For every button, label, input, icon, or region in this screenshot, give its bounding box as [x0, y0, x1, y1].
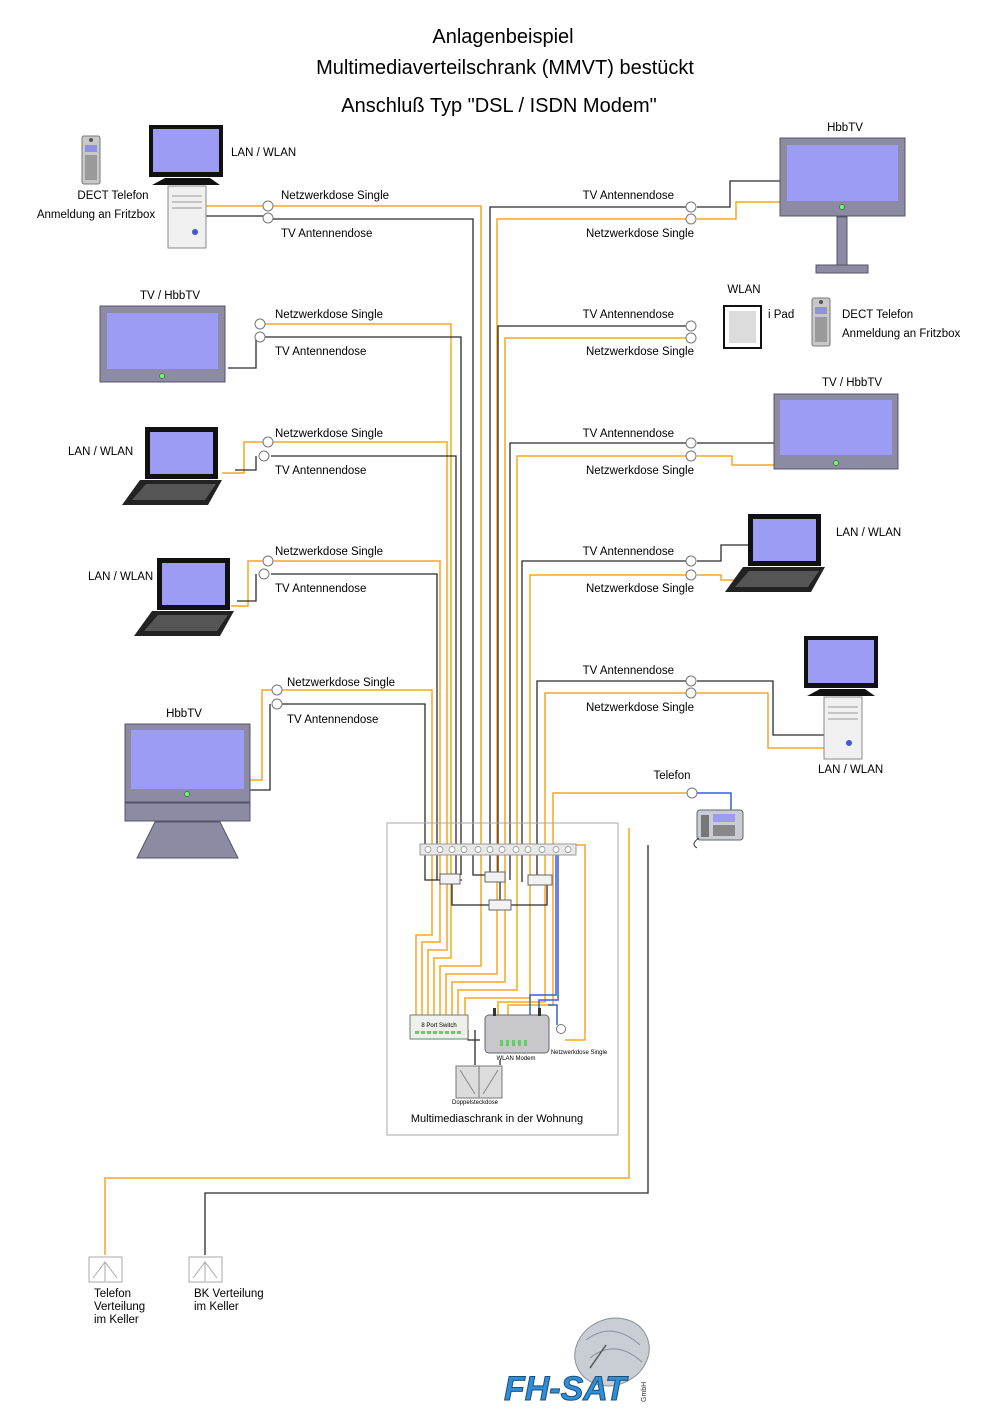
dect-label-right-2: Anmeldung an Fritzbox [842, 328, 961, 340]
logo-suffix: GmbH [641, 1382, 648, 1402]
label-antennendose-l4: TV Antennendose [275, 583, 366, 595]
wiring [104, 180, 825, 1255]
label-antennendose-r1: TV Antennendose [583, 190, 674, 202]
outlet-network-r5 [685, 687, 697, 699]
title-line1: Anlagenbeispiel [432, 26, 573, 48]
label-antennendose-l3: TV Antennendose [275, 465, 366, 477]
label-antennendose-r4: TV Antennendose [583, 546, 674, 558]
desk-phone-icon [693, 809, 744, 849]
outlet-antenna-l5 [271, 698, 283, 710]
multimedia-cabinet [386, 822, 619, 1136]
basement-telefon-label-1: Telefon [94, 1288, 131, 1300]
tv-label-left: TV / HbbTV [140, 290, 200, 302]
desktop-pc-icon-right [804, 636, 878, 760]
label-netzwerkdose-r4: Netzwerkdose Single [586, 583, 694, 595]
telefon-label: Telefon [653, 770, 690, 782]
label-netzwerkdose-l1: Netzwerkdose Single [281, 190, 389, 202]
cabinet-netzwerkdose-label: Netzwerkdose Single [551, 1050, 608, 1056]
basement-bk-box [188, 1256, 223, 1283]
label-netzwerkdose-l4: Netzwerkdose Single [275, 546, 383, 558]
ipad-label: i Pad [768, 309, 794, 321]
label-antennendose-r3: TV Antennendose [583, 428, 674, 440]
title-line3: Anschluß Typ "DSL / ISDN Modem" [341, 95, 656, 117]
switch-label: 8 Port Switch [421, 1023, 456, 1029]
laptop-icon-left-1 [122, 427, 222, 505]
basement-bk-label-1: BK Verteilung [194, 1288, 264, 1300]
title-line2: Multimediaverteilschrank (MMVT) bestückt [316, 57, 694, 79]
tv-icon-left [99, 305, 226, 383]
label-antennendose-l2: TV Antennendose [275, 346, 366, 358]
doppelsteckdose-label: Doppelsteckdose [452, 1100, 499, 1106]
hbbtv-icon-right [779, 137, 906, 274]
outlet-network-l3 [262, 436, 274, 448]
label-netzwerkdose-r5: Netzwerkdose Single [586, 702, 694, 714]
outlet-network-l2 [254, 318, 266, 330]
outlet-antenna-r4 [685, 555, 697, 567]
outlet-antenna-r2 [685, 320, 697, 332]
outlet-phone [686, 787, 698, 799]
desktop-pc-icon [149, 125, 223, 249]
basement-telefon-label-2: Verteilung [94, 1301, 145, 1313]
outlet-network-r3 [685, 450, 697, 462]
label-antennendose-l1: TV Antennendose [281, 228, 372, 240]
wall-outlets [254, 200, 698, 799]
label-netzwerkdose-r1: Netzwerkdose Single [586, 228, 694, 240]
laptop-icon-left-2 [134, 558, 234, 636]
wlan-label-ipad: WLAN [727, 284, 760, 296]
dect-label-left-2: Anmeldung an Fritzbox [37, 209, 156, 221]
basement-telefon-label-3: im Keller [94, 1314, 139, 1326]
basement-bk-label-2: im Keller [194, 1301, 239, 1313]
label-netzwerkdose-l3: Netzwerkdose Single [275, 428, 383, 440]
dect-label-left-1: DECT Telefon [77, 190, 148, 202]
pc-label-right: LAN / WLAN [818, 764, 883, 776]
dect-label-right-1: DECT Telefon [842, 309, 913, 321]
outlet-antenna-l1 [262, 212, 274, 224]
cabinet-caption: Multimediaschrank in der Wohnung [411, 1113, 583, 1125]
outlet-antenna-l2 [254, 331, 266, 343]
outlet-network-r2 [685, 332, 697, 344]
outlet-network-l4 [262, 555, 274, 567]
modem-label: WLAN Modem [496, 1056, 535, 1062]
label-antennendose-l5: TV Antennendose [287, 714, 378, 726]
label-antennendose-r5: TV Antennendose [583, 665, 674, 677]
laptop-label-left-1: LAN / WLAN [68, 446, 133, 458]
label-netzwerkdose-l5: Netzwerkdose Single [287, 677, 395, 689]
hbbtv-icon-left [124, 723, 251, 859]
label-netzwerkdose-r2: Netzwerkdose Single [586, 346, 694, 358]
dect-phone-icon-right [811, 297, 831, 347]
tv-icon-right [773, 393, 899, 470]
laptop-label-right: LAN / WLAN [836, 527, 901, 539]
label-netzwerkdose-l2: Netzwerkdose Single [275, 309, 383, 321]
outlet-network-l1 [262, 200, 274, 212]
laptop-icon-right [725, 514, 825, 592]
label-netzwerkdose-r3: Netzwerkdose Single [586, 465, 694, 477]
hbbtv-label-left: HbbTV [166, 708, 202, 720]
outlet-antenna-r3 [685, 437, 697, 449]
outlet-network-r1 [685, 213, 697, 225]
tv-label-right: TV / HbbTV [822, 377, 882, 389]
fh-sat-logo: FH-SAT GmbH [503, 1317, 650, 1409]
outlet-antenna-r1 [685, 201, 697, 213]
outlet-antenna-l4 [258, 568, 270, 580]
basement-telefon-box [88, 1256, 123, 1283]
outlet-antenna-r5 [685, 675, 697, 687]
logo-text: FH-SAT [504, 1370, 629, 1408]
ipad-icon [723, 305, 762, 349]
dect-phone-icon [81, 135, 101, 185]
outlet-antenna-l3 [258, 450, 270, 462]
pc-label-left: LAN / WLAN [231, 147, 296, 159]
label-antennendose-r2: TV Antennendose [583, 309, 674, 321]
outlet-network-l5 [271, 684, 283, 696]
hbbtv-label-right: HbbTV [827, 122, 863, 134]
laptop-label-left-2: LAN / WLAN [88, 571, 153, 583]
outlet-network-r4 [685, 569, 697, 581]
